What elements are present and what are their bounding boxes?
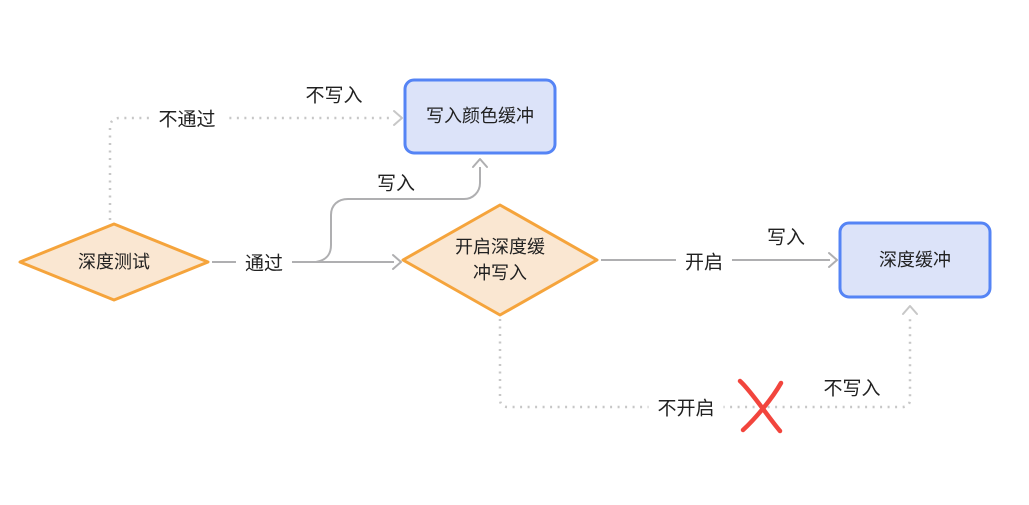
rect-write-color-buffer-shape bbox=[403, 78, 557, 155]
diamond-depth-test-shape bbox=[18, 222, 210, 302]
node-depth-test: 深度测试 bbox=[34, 246, 194, 278]
edge-write-color-curve bbox=[315, 167, 481, 263]
edge-label-enabled: 开启 bbox=[675, 247, 733, 275]
arrowhead-write-color-icon bbox=[472, 158, 488, 168]
diamond-enable-depth-write-shape bbox=[401, 203, 599, 317]
edge-not-enabled-dotted bbox=[498, 314, 912, 409]
node-depth-buffer-label: 深度缓冲 bbox=[879, 249, 951, 270]
arrowhead-fail-icon bbox=[393, 110, 403, 126]
edge-label-write-depth: 写入 bbox=[766, 227, 806, 249]
arrowhead-pass-icon bbox=[392, 254, 402, 270]
node-enable-depth-write: 开启深度缓冲写入 bbox=[448, 232, 552, 288]
arrowhead-enabled-icon bbox=[828, 252, 838, 268]
node-write-color-buffer-label: 写入颜色缓冲 bbox=[426, 106, 534, 127]
node-write-color-buffer: 写入颜色缓冲 bbox=[410, 85, 550, 148]
edge-label-fail: 不通过 bbox=[149, 104, 225, 132]
edge-fail-dotted bbox=[108, 116, 394, 220]
edge-label-write-color: 写入 bbox=[376, 173, 416, 195]
node-enable-depth-write-label: 开启深度缓冲写入 bbox=[455, 236, 545, 283]
node-depth-test-label: 深度测试 bbox=[78, 251, 150, 272]
edge-label-not-enabled: 不开启 bbox=[648, 393, 724, 421]
arrowhead-not-enabled-icon bbox=[902, 305, 918, 315]
rect-depth-buffer-shape bbox=[838, 221, 992, 299]
edge-label-no-write-depth: 不写入 bbox=[823, 378, 881, 400]
red-x-icon bbox=[737, 378, 784, 434]
edge-label-pass: 通过 bbox=[235, 248, 293, 276]
node-depth-buffer: 深度缓冲 bbox=[845, 228, 985, 292]
edge-label-no-write-color: 不写入 bbox=[305, 85, 363, 107]
